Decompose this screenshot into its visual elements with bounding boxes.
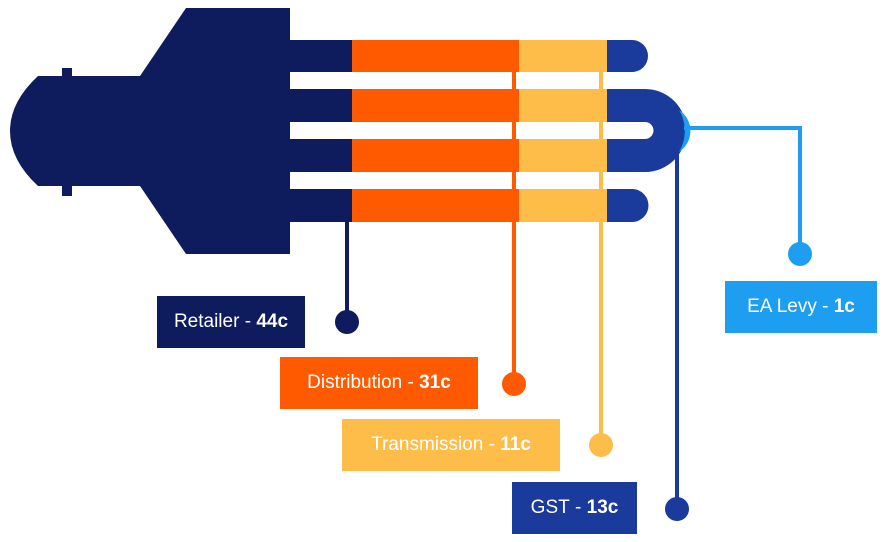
distribution-connector [502,40,526,396]
retailer-value: 44c [256,311,289,332]
gst-tube-ends [607,40,687,222]
distribution-value: 31c [419,372,451,393]
ealevy-value: 1c [833,296,855,317]
distribution-stripes [352,40,519,222]
distribution-label: Distribution - 31c [280,357,478,409]
ealevy-separator: - [816,296,834,317]
ealevy-name: EA Levy [747,296,817,317]
transmission-value: 11c [500,434,531,455]
transmission-label: Transmission - 11c [342,419,560,471]
prong-gaps [290,72,352,189]
gst-value: 13c [586,497,619,518]
transmission-separator: - [483,434,501,455]
retailer-name: Retailer [173,311,240,332]
retailer-bulb-base [10,8,352,254]
transmission-connector [589,40,613,457]
distribution-name: Distribution [307,372,403,393]
distribution-separator: - [402,372,420,393]
ealevy-connector [684,126,812,266]
gst-label: GST - 13c [512,482,637,534]
transmission-name: Transmission [371,434,484,455]
retailer-label: Retailer - 44c [157,296,305,348]
retailer-connector [335,222,359,334]
gst-connector [665,150,689,521]
ealevy-label: EA Levy - 1c [725,281,877,333]
transmission-stripes [519,40,607,222]
gst-name: GST [530,497,570,518]
ealevy-cap [679,110,691,152]
retailer-separator: - [239,311,257,332]
gst-separator: - [569,497,587,518]
